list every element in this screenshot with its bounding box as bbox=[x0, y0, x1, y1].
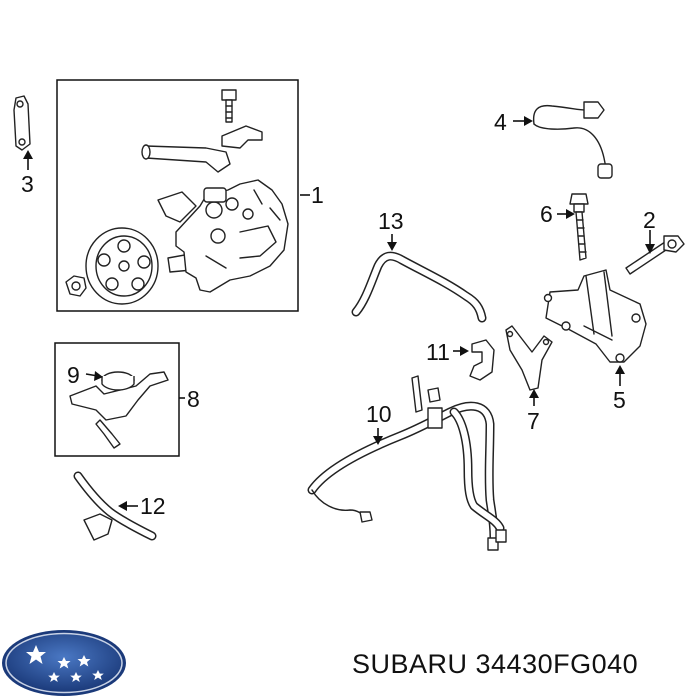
callout-leaders bbox=[23, 116, 655, 511]
power-steering-reservoir bbox=[69, 371, 169, 449]
part-6-bolt bbox=[569, 193, 589, 261]
part-number-caption: SUBARU 34430FG040 bbox=[352, 649, 639, 679]
callout-3: 3 bbox=[21, 171, 34, 197]
part-5-bracket bbox=[543, 269, 647, 363]
callout-4: 4 bbox=[494, 109, 507, 135]
part-2-bolt bbox=[625, 235, 685, 275]
callout-11: 11 bbox=[426, 339, 450, 365]
part-7-bracket bbox=[505, 325, 553, 391]
callout-12: 12 bbox=[140, 493, 166, 519]
part-11-clip bbox=[469, 339, 495, 381]
part-3-bracket bbox=[13, 95, 31, 151]
callout-10: 10 bbox=[366, 401, 392, 427]
callout-7: 7 bbox=[527, 408, 540, 434]
part-10-pressure-lines bbox=[307, 375, 507, 551]
callout-5: 5 bbox=[613, 387, 626, 413]
part-4-sensor-harness bbox=[532, 101, 613, 179]
power-steering-pump bbox=[65, 89, 289, 305]
callout-6: 6 bbox=[540, 201, 553, 227]
part-12-hose bbox=[73, 471, 157, 541]
reservoir-assembly-box bbox=[54, 342, 180, 457]
part-13-hose bbox=[351, 251, 487, 323]
subaru-logo-icon bbox=[2, 630, 126, 696]
callout-9: 9 bbox=[67, 362, 80, 388]
callout-8: 8 bbox=[187, 386, 200, 412]
callout-13: 13 bbox=[378, 208, 404, 234]
callout-2: 2 bbox=[643, 207, 656, 233]
pump-assembly-box bbox=[56, 79, 299, 312]
callout-1: 1 bbox=[311, 182, 324, 208]
